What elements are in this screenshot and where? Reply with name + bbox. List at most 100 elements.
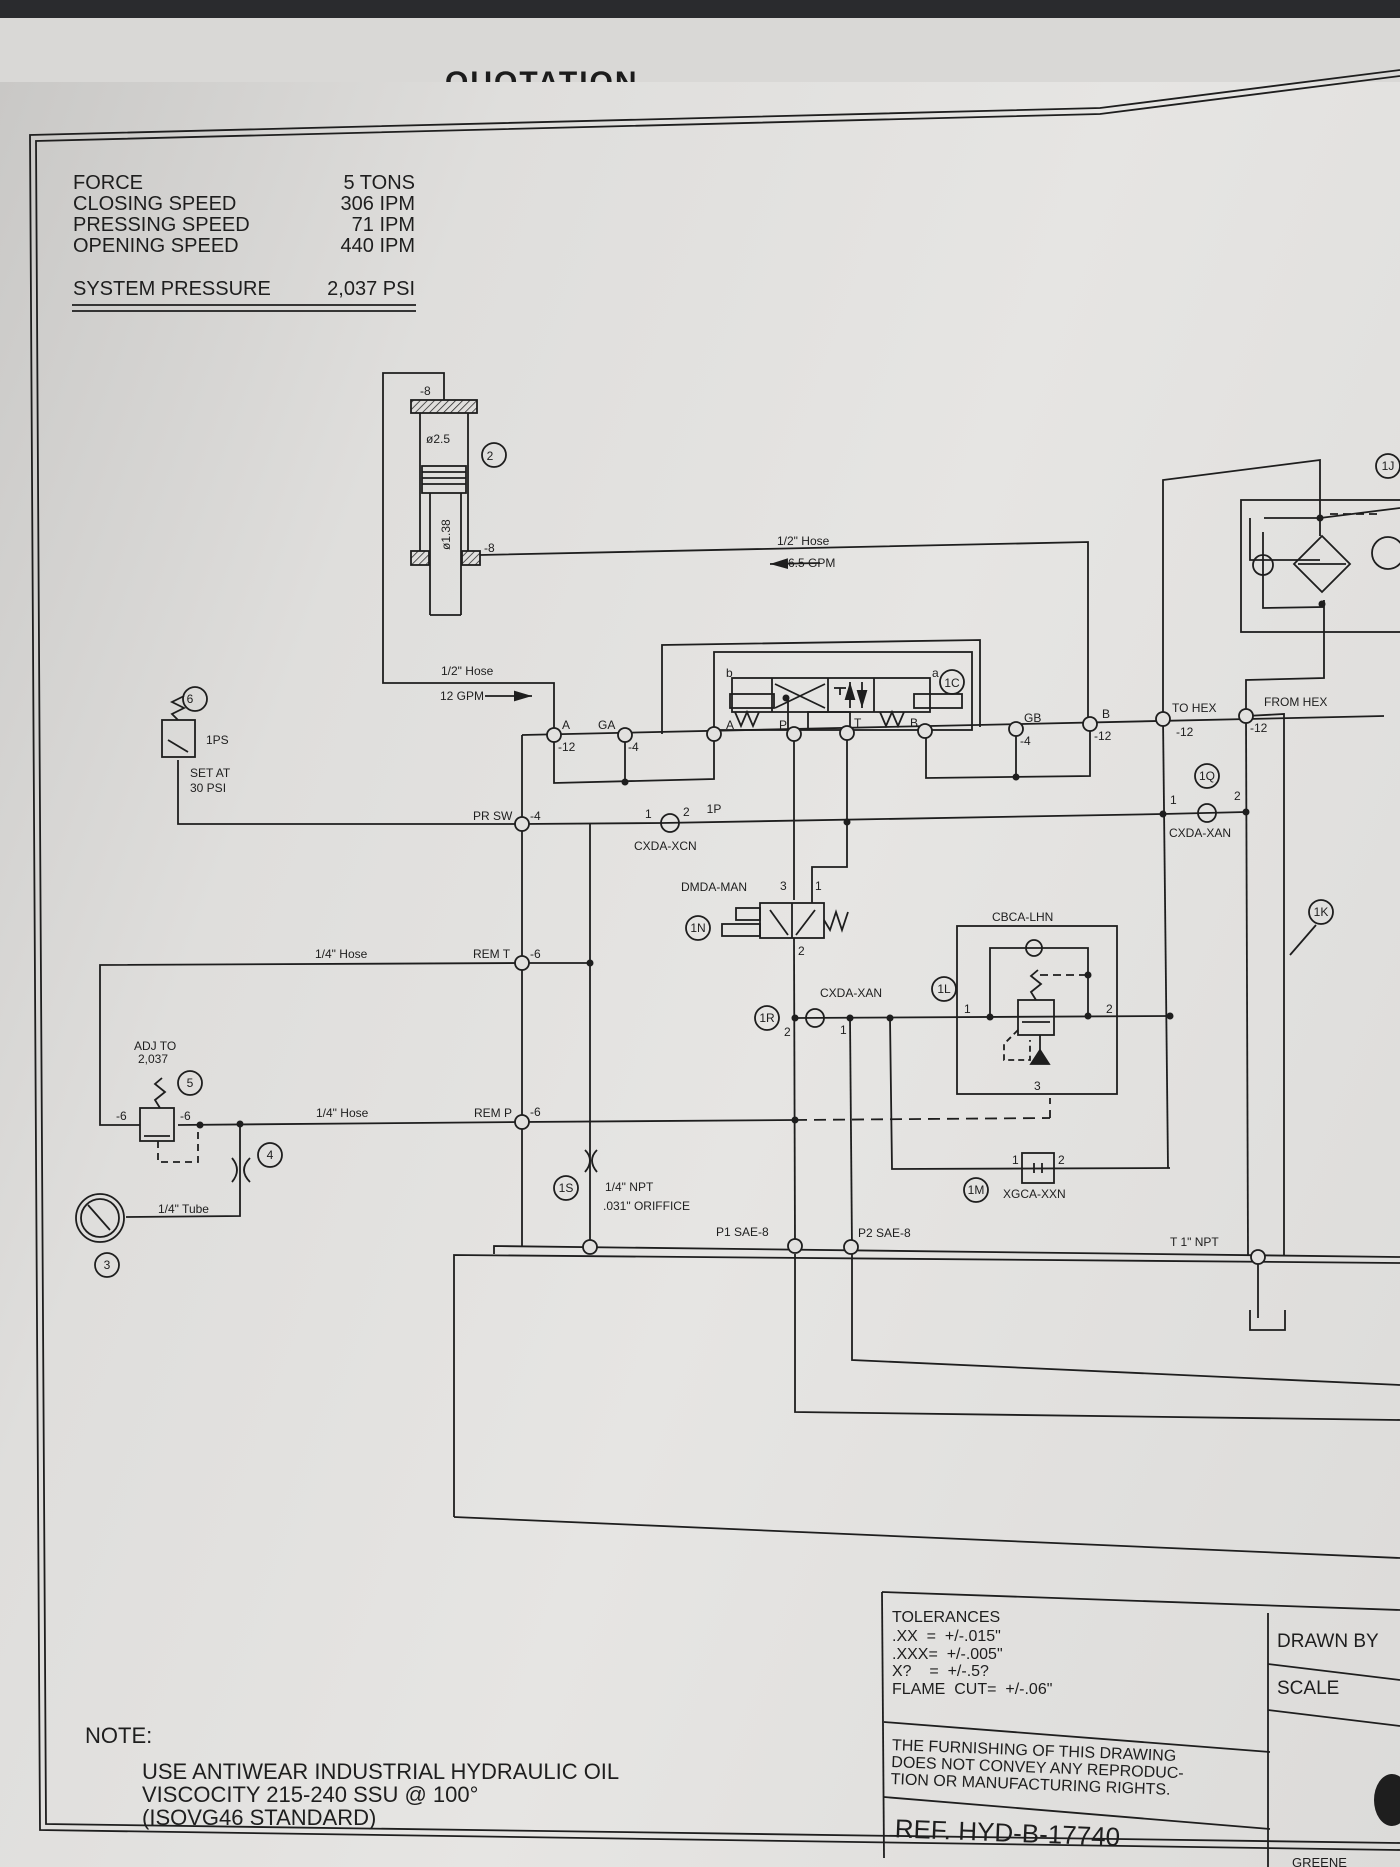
port-gb: GB — [1024, 711, 1041, 725]
cyl-port-top: -8 — [420, 384, 431, 398]
spec-label-closing: CLOSING SPEED — [73, 193, 236, 215]
callout-2: 2 — [487, 449, 494, 463]
port-t-valve: T — [854, 716, 862, 730]
note-heading: NOTE: — [85, 1723, 152, 1748]
cyl-bore: ø2.5 — [426, 432, 450, 446]
company-name-partial: GREENE — [1292, 1855, 1347, 1867]
tolerance-xxx: .XXX= +/-.005" — [892, 1646, 1003, 1663]
drawing-border — [29, 69, 1400, 1851]
callout-1p: 1P — [707, 802, 722, 816]
spec-label-force: FORCE — [73, 172, 143, 194]
port-a-valve: A — [726, 718, 734, 732]
port-from-hex-size: -12 — [1250, 721, 1268, 735]
rem-p-line — [521, 1119, 796, 1123]
port-rem-p-size: -6 — [530, 1105, 541, 1119]
tolerance-flame-cut: FLAME CUT= +/-.06" — [892, 1681, 1052, 1698]
callout-1r: 1R — [759, 1011, 775, 1025]
manifold-top-row — [521, 639, 1385, 784]
port-markers — [514, 708, 1266, 1265]
check-1r-port2: 2 — [784, 1025, 791, 1039]
company-logo-partial — [1374, 1774, 1400, 1826]
callout-1k-circle — [1308, 899, 1334, 925]
callout-1l: 1L — [937, 982, 951, 996]
drawn-by-label: DRAWN BY — [1277, 1631, 1379, 1652]
callout-1k: 1K — [1314, 905, 1329, 919]
port-to-hex: TO HEX — [1172, 701, 1216, 715]
port-p1: P1 SAE-8 — [716, 1225, 769, 1239]
port-rem-t: REM T — [473, 947, 511, 961]
check-1q-port1: 1 — [1170, 793, 1177, 807]
cyl-port-side: -8 — [484, 541, 495, 555]
callout-1j: 1J — [1382, 459, 1395, 473]
junction-dots — [196, 514, 1326, 1129]
valve-1n-model: DMDA-MAN — [681, 880, 747, 894]
callout-6: 6 — [187, 692, 194, 706]
port-gb-size: -4 — [1020, 734, 1031, 748]
lower-hose-flow: 12 GPM — [440, 689, 484, 703]
rem-p-hose-label: 1/4" Hose — [316, 1106, 369, 1120]
pr-sw-line — [161, 686, 1247, 1247]
rem-t-hose-label: 1/4" Hose — [315, 947, 368, 961]
spec-value-opening: 440 IPM — [341, 235, 415, 257]
upper-hose-flow: 6.5 GPM — [788, 556, 835, 570]
solenoid-a: a — [932, 666, 939, 680]
relief-adj-line2: 2,037 — [138, 1052, 168, 1066]
callout-1q: 1Q — [1199, 769, 1215, 783]
orifice-1s-line1: 1/4" NPT — [605, 1180, 654, 1194]
tolerances-heading: TOLERANCES — [892, 1609, 1000, 1626]
port-b-right: B — [1102, 707, 1110, 721]
spec-value-closing: 306 IPM — [341, 193, 415, 215]
port-rem-t-size: -6 — [530, 947, 541, 961]
spec-value-force: 5 TONS — [343, 172, 415, 194]
relief-port-out: -6 — [180, 1109, 191, 1123]
valve-1n-port1: 1 — [815, 879, 822, 893]
callout-1m: 1M — [968, 1183, 985, 1197]
port-to-hex-size: -12 — [1176, 725, 1194, 739]
valve-1n-port2: 2 — [798, 944, 805, 958]
orifice-1s — [553, 1149, 598, 1201]
drawing-ref: REF. HYD-B-17740 — [894, 1813, 1120, 1852]
callout-3: 3 — [104, 1258, 111, 1272]
check-1p-port1: 1 — [645, 807, 652, 821]
port-p-valve: P — [779, 718, 787, 732]
cylinder-2 — [382, 372, 507, 616]
callout-1s: 1S — [559, 1181, 574, 1195]
cyl-rod: ø1.38 — [439, 519, 453, 550]
flow-arrow-left — [769, 558, 821, 570]
valve-1l-port2: 2 — [1106, 1002, 1113, 1016]
manifold-block — [453, 1245, 1400, 1559]
upper-hose-size: 1/2" Hose — [777, 534, 830, 548]
pressure-switch-set-1: SET AT — [190, 766, 231, 780]
note-line-3: (ISOVG46 STANDARD) — [142, 1805, 376, 1830]
hose-lower — [382, 460, 555, 735]
valve-1m-port2: 2 — [1058, 1153, 1065, 1167]
valve-1l-port3: 3 — [1034, 1079, 1041, 1093]
port-rem-p: REM P — [474, 1106, 512, 1120]
relief-adj-line1: ADJ TO — [134, 1039, 176, 1053]
orifice-4 — [125, 1124, 283, 1218]
port-ga-size: -4 — [628, 740, 639, 754]
orifice-1s-line2: .031" ORIFFICE — [603, 1199, 690, 1213]
scale-label: SCALE — [1277, 1678, 1339, 1699]
note-line-1: USE ANTIWEAR INDUSTRIAL HYDRAULIC OIL — [142, 1759, 619, 1784]
quotation-heading: QUOTATION — [445, 66, 639, 84]
gauge-tube-label: 1/4" Tube — [158, 1202, 209, 1216]
port-b-right-size: -12 — [1094, 729, 1112, 743]
valve-1n-port3: 3 — [780, 879, 787, 893]
port-b-valve: B — [910, 716, 918, 730]
tolerance-x: X? = +/-.5? — [892, 1663, 989, 1680]
valve-1r-1l — [754, 925, 1173, 1249]
heat-exchanger-lines — [1162, 453, 1400, 1256]
system-pressure-value: 2,037 PSI — [327, 278, 415, 300]
port-pr-sw: PR SW — [473, 809, 513, 823]
relief-valve-5 — [139, 1070, 203, 1163]
relief-port-in: -6 — [116, 1109, 127, 1123]
callout-1n: 1N — [690, 921, 705, 935]
port-p2: P2 SAE-8 — [858, 1226, 911, 1240]
valve-1n — [685, 733, 849, 1246]
valve-1l-model: CBCA-LHN — [992, 910, 1053, 924]
port-a-left: A — [562, 718, 570, 732]
title-block — [881, 1591, 1400, 1867]
callout-1c: 1C — [944, 676, 960, 690]
